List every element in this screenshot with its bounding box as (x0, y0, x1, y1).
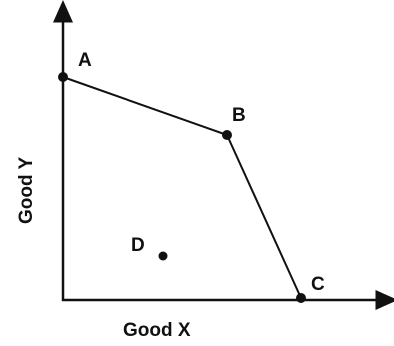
y-axis-title: Good Y (16, 156, 37, 224)
point-b-marker (222, 130, 232, 140)
point-d-marker (158, 251, 168, 261)
x-axis-title: Good X (123, 320, 191, 341)
curve-segment-ab (62, 76, 228, 136)
point-a-marker (58, 72, 68, 82)
point-c-marker (296, 293, 306, 303)
point-d-label: D (131, 235, 145, 256)
point-c-label: C (311, 274, 325, 295)
curve-segment-bc (226, 134, 302, 299)
point-a-label: A (78, 50, 92, 71)
point-b-label: B (232, 105, 246, 126)
